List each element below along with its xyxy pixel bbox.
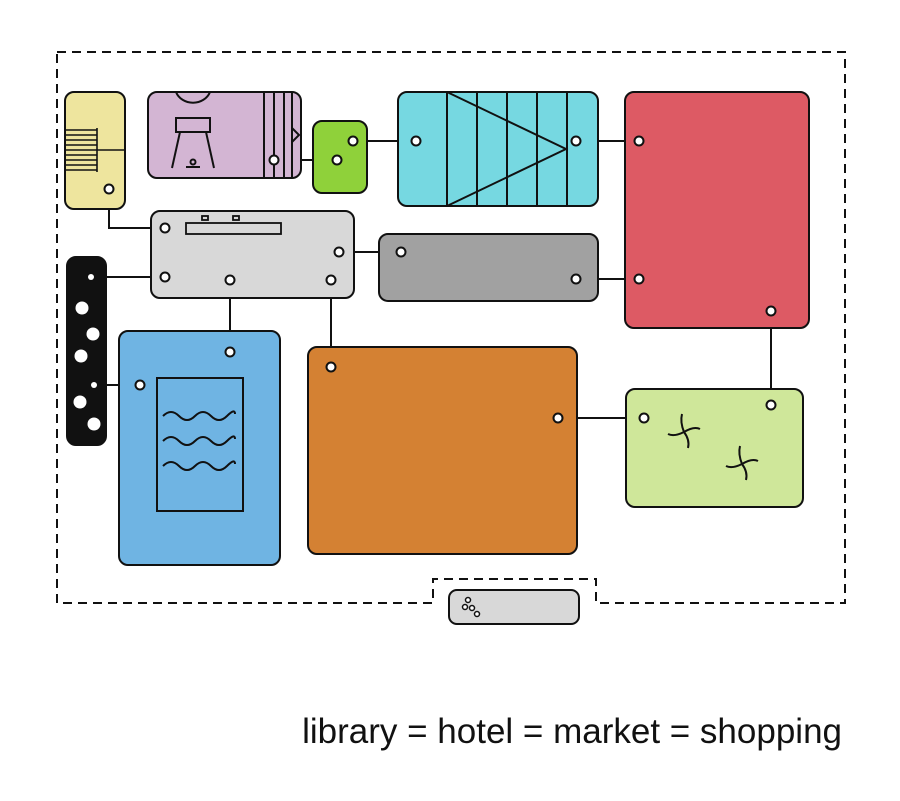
orange-block: [307, 346, 578, 555]
node: [268, 154, 280, 166]
node: [331, 154, 343, 166]
node: [159, 222, 171, 234]
node: [633, 273, 645, 285]
node: [552, 412, 564, 424]
node: [325, 361, 337, 373]
light-green-block: [625, 388, 804, 508]
black-block: [66, 256, 107, 446]
light-gray-block: [150, 210, 355, 299]
node: [633, 135, 645, 147]
node: [134, 379, 146, 391]
node: [103, 183, 115, 195]
site-boundary: [56, 51, 846, 604]
palm-tree-icon: [667, 413, 759, 481]
cyan-block: [397, 91, 599, 207]
node: [765, 305, 777, 317]
node: [570, 135, 582, 147]
node: [395, 246, 407, 258]
entrance-block: [448, 589, 580, 625]
yellow-block: [64, 91, 126, 210]
node: [347, 135, 359, 147]
node: [410, 135, 422, 147]
connector-nodes: [103, 135, 777, 424]
purple-block: [147, 91, 302, 179]
red-block: [624, 91, 810, 329]
node: [325, 274, 337, 286]
blue-block: [118, 330, 281, 566]
caption: library = hotel = market = shopping: [302, 712, 842, 751]
node: [333, 246, 345, 258]
node: [224, 346, 236, 358]
node: [638, 412, 650, 424]
node: [765, 399, 777, 411]
node: [224, 274, 236, 286]
mid-gray-block: [378, 233, 599, 302]
node: [159, 271, 171, 283]
node: [570, 273, 582, 285]
